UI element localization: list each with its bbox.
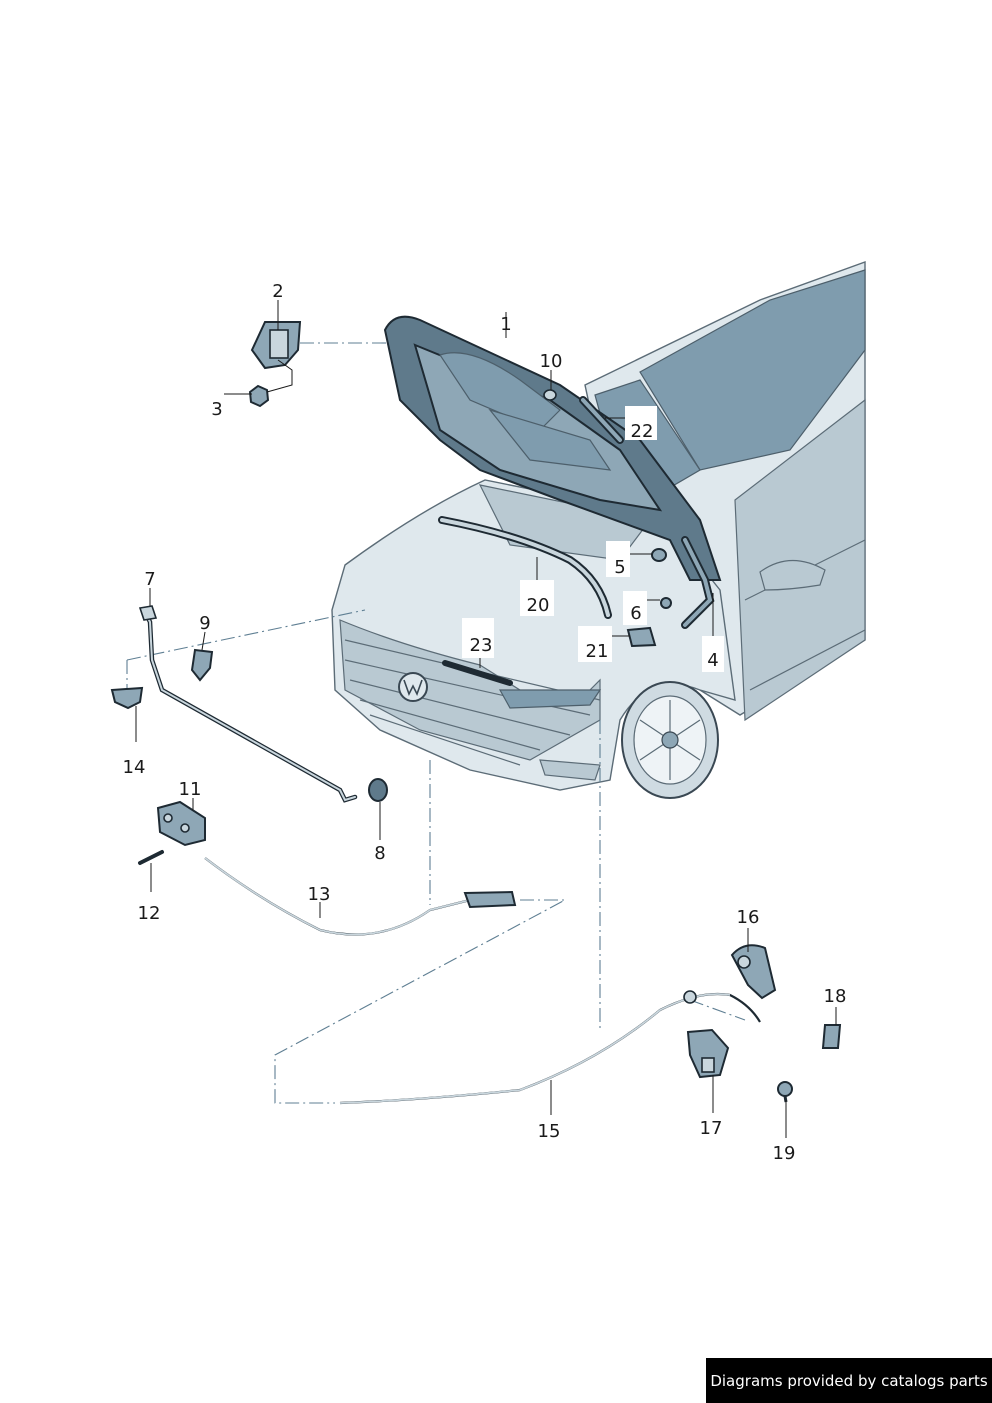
handle-mount-part	[686, 1028, 730, 1079]
callout-11: 11	[179, 779, 202, 800]
callout-14: 14	[123, 757, 146, 778]
bracket-21-part	[626, 626, 657, 648]
grommet-part	[543, 389, 557, 401]
callout-23: 23	[470, 635, 493, 656]
hood-lock-part	[156, 800, 206, 847]
rod-support-part	[110, 686, 144, 710]
grille-strip-part	[442, 660, 513, 686]
callout-22: 22	[631, 421, 654, 442]
clip-18-part	[821, 1024, 842, 1049]
callout-15: 15	[538, 1121, 561, 1142]
callout-18: 18	[824, 986, 847, 1007]
release-cable-front-part	[204, 857, 505, 936]
release-handle-part	[730, 944, 777, 1000]
callout-2: 2	[272, 281, 283, 302]
callout-19: 19	[773, 1143, 796, 1164]
callout-16: 16	[737, 907, 760, 928]
rivet-19-part	[777, 1081, 793, 1097]
attribution-text: Diagrams provided by catalogs parts	[710, 1371, 988, 1390]
callout-13: 13	[308, 884, 331, 905]
clip-5-part	[651, 548, 667, 562]
reference-lines	[126, 342, 746, 1104]
callout-1: 1	[500, 314, 511, 335]
callout-21: 21	[586, 641, 609, 662]
callout-3: 3	[211, 399, 222, 420]
rubber-buffer-part	[368, 778, 388, 802]
callout-10: 10	[540, 351, 563, 372]
leader-lines	[135, 300, 837, 1138]
callout-labels: 1 2 3 4 5 6 7 8 9 10 11 12 13 14 15 16 1…	[123, 281, 847, 1164]
callout-17: 17	[700, 1118, 723, 1139]
screw-12-part	[138, 850, 164, 865]
callout-7: 7	[144, 569, 155, 590]
callout-12: 12	[138, 903, 161, 924]
hood-prop-rod-part	[142, 609, 358, 803]
hinge-nut-part	[248, 384, 270, 408]
attribution-footer: Diagrams provided by catalogs parts	[706, 1358, 992, 1403]
callout-6: 6	[630, 603, 641, 624]
rod-holder-part	[190, 648, 214, 682]
bolt-6-part	[660, 597, 672, 609]
callout-8: 8	[374, 843, 385, 864]
label-backgrounds	[462, 406, 724, 672]
car-illustration	[331, 261, 866, 799]
callout-20: 20	[527, 595, 550, 616]
callout-9: 9	[199, 613, 210, 634]
callout-4: 4	[707, 650, 718, 671]
parts	[110, 321, 842, 1105]
callout-5: 5	[614, 557, 625, 578]
